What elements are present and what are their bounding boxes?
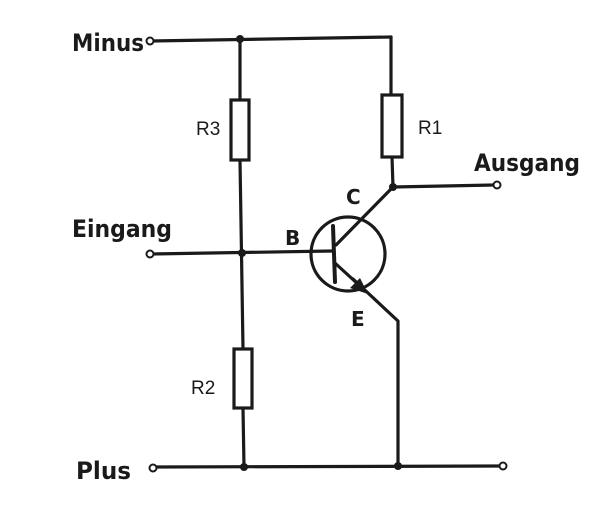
emitter-return-wire xyxy=(351,277,400,468)
r2-label: R2 xyxy=(191,378,215,399)
transistor-base-bar xyxy=(331,224,337,284)
junction-plus-emitter xyxy=(394,462,402,470)
transistor-body-circle xyxy=(309,215,387,293)
transistor-collector-lead xyxy=(334,185,395,247)
output-label: Ausgang xyxy=(474,149,580,177)
collector-label: C xyxy=(346,185,361,209)
resistor-r3 xyxy=(229,98,251,162)
junction-minus-r3 xyxy=(236,35,244,43)
input-label: Eingang xyxy=(72,215,172,243)
divider-column-wire-bottom xyxy=(241,406,246,469)
plus-label: Plus xyxy=(76,457,131,485)
r1-label: R1 xyxy=(418,118,442,139)
resistor-r1 xyxy=(380,93,404,159)
minus-terminal xyxy=(145,36,155,46)
minus-label: Minus xyxy=(72,29,144,57)
r1-column-wire-bottom xyxy=(390,155,395,189)
plus-terminal xyxy=(148,463,158,473)
junction-plus-r2 xyxy=(240,463,248,471)
junction-collector-output xyxy=(389,183,397,191)
output-terminal xyxy=(492,180,502,190)
plus-right-terminal xyxy=(498,461,508,471)
minus-rail-wire xyxy=(149,35,393,43)
emitter-arrow-icon xyxy=(350,278,368,294)
plus-rail-wire xyxy=(153,464,502,469)
emitter-label: E xyxy=(351,307,365,331)
output-wire xyxy=(391,183,496,189)
r3-label: R3 xyxy=(196,119,220,140)
resistor-r2 xyxy=(232,347,254,410)
junction-base-divider xyxy=(238,249,246,257)
base-label: B xyxy=(285,226,300,250)
input-terminal xyxy=(145,249,155,259)
